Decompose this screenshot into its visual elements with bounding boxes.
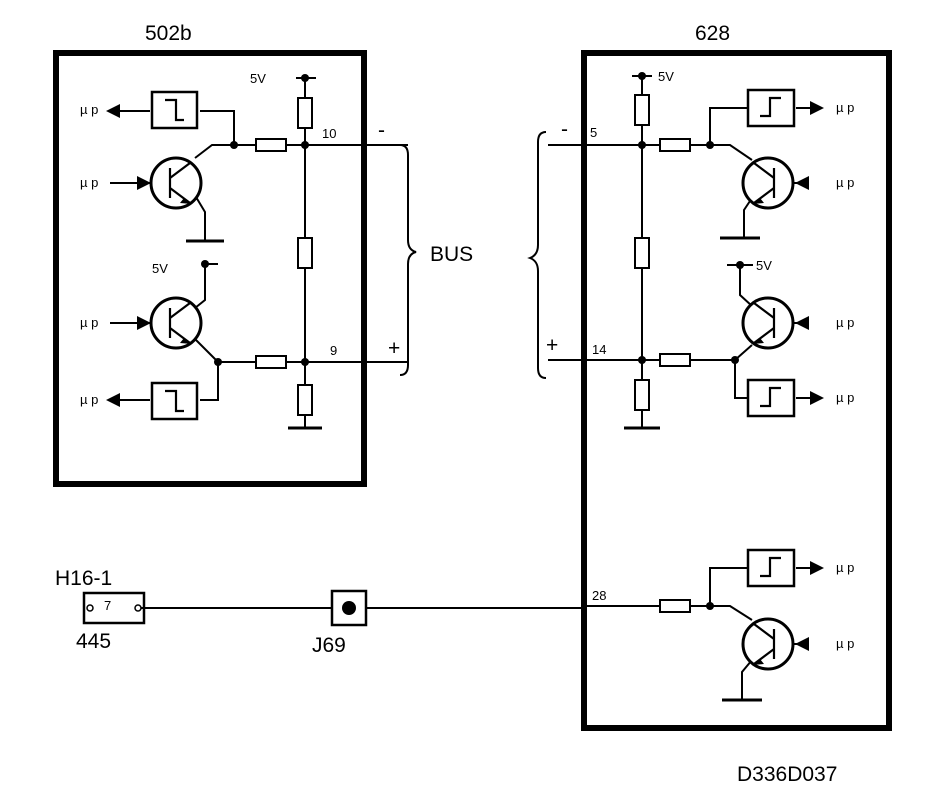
- receiver-block-lower: [746, 548, 796, 588]
- mu-p-label: µ p: [836, 560, 854, 575]
- supply-label: 5V: [250, 71, 266, 86]
- junction-dot: [638, 141, 646, 149]
- connector-j69-pin: [342, 601, 356, 615]
- arrow-in-icon: [795, 316, 809, 330]
- transistor-middle: [741, 296, 795, 350]
- resistor-pulldown: [634, 379, 650, 411]
- resistor-pullup: [297, 97, 313, 129]
- transistor-bottom: [149, 296, 203, 350]
- transistor-top: [741, 156, 795, 210]
- module-502b-box: [53, 50, 367, 487]
- bus-brace-left: [399, 144, 417, 376]
- mu-p-label: µ p: [836, 175, 854, 190]
- pin-label: 14: [592, 342, 606, 357]
- bus-brace-right: [527, 131, 547, 379]
- arrow-out-icon: [106, 104, 120, 118]
- pin-label: 9: [330, 343, 337, 358]
- arrow-out-icon: [810, 391, 824, 405]
- supply-label: 5V: [756, 258, 772, 273]
- supply-label: 5V: [658, 69, 674, 84]
- pin-label: 5: [590, 125, 597, 140]
- module-628: 628 5V 5V: [546, 22, 892, 731]
- module-502b-title: 502b: [145, 22, 192, 45]
- resistor-series-bottom: [255, 355, 287, 369]
- receiver-block-bottom: [150, 381, 199, 421]
- arrow-in-icon: [795, 637, 809, 651]
- arrow-in-icon: [137, 176, 151, 190]
- drawing-id: D336D037: [737, 763, 837, 786]
- mu-p-label: µ p: [836, 390, 854, 405]
- junction-dot: [214, 358, 222, 366]
- junction-dot: [301, 358, 309, 366]
- resistor-pullup: [634, 94, 650, 126]
- resistor-termination: [634, 237, 650, 269]
- resistor-pulldown: [297, 384, 313, 416]
- resistor-series-top: [255, 138, 287, 152]
- module-502b: 502b 5V 5V: [53, 22, 408, 487]
- connector-j69-name: J69: [312, 634, 346, 657]
- junction-dot: [706, 602, 714, 610]
- connector-h16-code: 445: [76, 630, 111, 653]
- plus-sign: +: [388, 337, 400, 360]
- mu-p-label: µ p: [80, 392, 98, 407]
- connector-j69: J69: [312, 589, 368, 657]
- module-628-box: [581, 50, 892, 731]
- resistor-termination: [297, 237, 313, 269]
- supply-label: 5V: [152, 261, 168, 276]
- bus-label: BUS: [430, 243, 473, 266]
- transistor-top: [149, 156, 203, 210]
- mu-p-label: µ p: [836, 315, 854, 330]
- junction-dot: [731, 356, 739, 364]
- pin-label: 10: [322, 126, 336, 141]
- arrow-in-icon: [137, 316, 151, 330]
- resistor-series-lower: [659, 599, 691, 613]
- connector-h16-name: H16-1: [55, 567, 112, 590]
- mu-p-label: µ p: [80, 175, 98, 190]
- pin-label: 28: [592, 588, 606, 603]
- junction-dot: [706, 141, 714, 149]
- plus-sign: +: [546, 334, 558, 357]
- junction-dot: [230, 141, 238, 149]
- receiver-block-middle: [746, 378, 796, 418]
- minus-sign: -: [561, 118, 568, 141]
- transistor-lower: [741, 617, 795, 671]
- receiver-block-top: [150, 90, 199, 130]
- receiver-block-top: [746, 88, 796, 128]
- connector-pin-label: 7: [104, 598, 111, 613]
- arrow-out-icon: [106, 393, 120, 407]
- junction-dot: [638, 356, 646, 364]
- mu-p-label: µ p: [836, 100, 854, 115]
- resistor-series-top: [659, 138, 691, 152]
- arrow-in-icon: [795, 176, 809, 190]
- minus-sign: -: [378, 119, 385, 142]
- mu-p-label: µ p: [836, 636, 854, 651]
- arrow-out-icon: [810, 101, 824, 115]
- connector-h16: H16-1 7 445: [55, 567, 146, 653]
- arrow-out-icon: [810, 561, 824, 575]
- module-628-title: 628: [695, 22, 730, 45]
- mu-p-label: µ p: [80, 102, 98, 117]
- resistor-series-bottom: [659, 353, 691, 367]
- mu-p-label: µ p: [80, 315, 98, 330]
- junction-dot: [301, 141, 309, 149]
